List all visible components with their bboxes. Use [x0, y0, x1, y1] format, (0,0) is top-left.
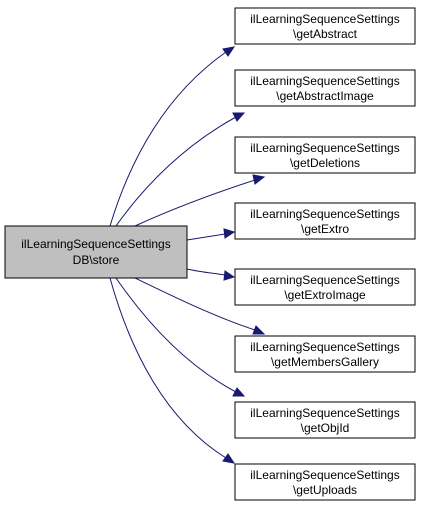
- edge-arrow-getMembersGallery: [252, 325, 266, 335]
- root-node-line2: DB\store: [73, 253, 120, 267]
- callee-node-getDeletions[interactable]: ilLearningSequenceSettings \getDeletions: [234, 136, 416, 174]
- edge-to-getAbstract: [109, 51, 227, 227]
- edge-arrow-getAbstractImage: [232, 112, 246, 122]
- callee-node-getExtro[interactable]: ilLearningSequenceSettings \getExtro: [234, 202, 416, 240]
- edge-arrow-getObjId: [232, 387, 246, 397]
- callee-node-line1: ilLearningSequenceSettings: [250, 468, 399, 482]
- callee-node-line1: ilLearningSequenceSettings: [250, 74, 399, 88]
- callee-node-line2: \getAbstractImage: [276, 89, 374, 103]
- edge-arrow-getDeletions: [252, 174, 266, 185]
- edge-to-getDeletions: [134, 179, 256, 227]
- callee-node-line2: \getAbstract: [293, 27, 358, 41]
- callee-node-line2: \getDeletions: [290, 156, 360, 170]
- edge-arrow-getExtroImage: [223, 270, 236, 281]
- callee-node-line2: \getObjId: [301, 421, 350, 435]
- callee-node-getObjId[interactable]: ilLearningSequenceSettings \getObjId: [234, 401, 416, 439]
- callee-node-line1: ilLearningSequenceSettings: [250, 12, 399, 26]
- callee-node-line1: ilLearningSequenceSettings: [250, 340, 399, 354]
- callee-node-getExtroImage[interactable]: ilLearningSequenceSettings \getExtroImag…: [234, 268, 416, 306]
- callee-node-line2: \getExtro: [301, 222, 349, 236]
- edge-to-getExtroImage: [186, 268, 226, 276]
- edge-arrow-getAbstract: [222, 46, 236, 57]
- callee-node-line1: ilLearningSequenceSettings: [250, 141, 399, 155]
- edge-to-getAbstractImage: [115, 116, 237, 227]
- edge-arrow-getUploads: [222, 453, 236, 464]
- edges: [109, 46, 266, 464]
- root-node[interactable]: ilLearningSequenceSettings DB\store: [4, 225, 188, 279]
- callee-node-line2: \getUploads: [293, 483, 357, 497]
- edge-to-getMembersGallery: [134, 277, 256, 331]
- callee-node-getAbstract[interactable]: ilLearningSequenceSettings \getAbstract: [234, 7, 416, 45]
- edge-to-getUploads: [109, 277, 227, 459]
- callee-node-getUploads[interactable]: ilLearningSequenceSettings \getUploads: [234, 463, 416, 501]
- callee-node-line1: ilLearningSequenceSettings: [250, 273, 399, 287]
- callee-node-getMembersGallery[interactable]: ilLearningSequenceSettings \getMembersGa…: [234, 335, 416, 373]
- edge-to-getExtro: [186, 233, 226, 241]
- edge-to-getObjId: [115, 277, 237, 393]
- root-node-line1: ilLearningSequenceSettings: [21, 237, 170, 251]
- callee-node-line2: \getMembersGallery: [271, 355, 379, 369]
- callee-node-getAbstractImage[interactable]: ilLearningSequenceSettings \getAbstractI…: [234, 69, 416, 107]
- callee-node-line1: ilLearningSequenceSettings: [250, 207, 399, 221]
- callee-node-line2: \getExtroImage: [284, 288, 366, 302]
- callee-node-line1: ilLearningSequenceSettings: [250, 406, 399, 420]
- edge-arrow-getExtro: [223, 228, 236, 239]
